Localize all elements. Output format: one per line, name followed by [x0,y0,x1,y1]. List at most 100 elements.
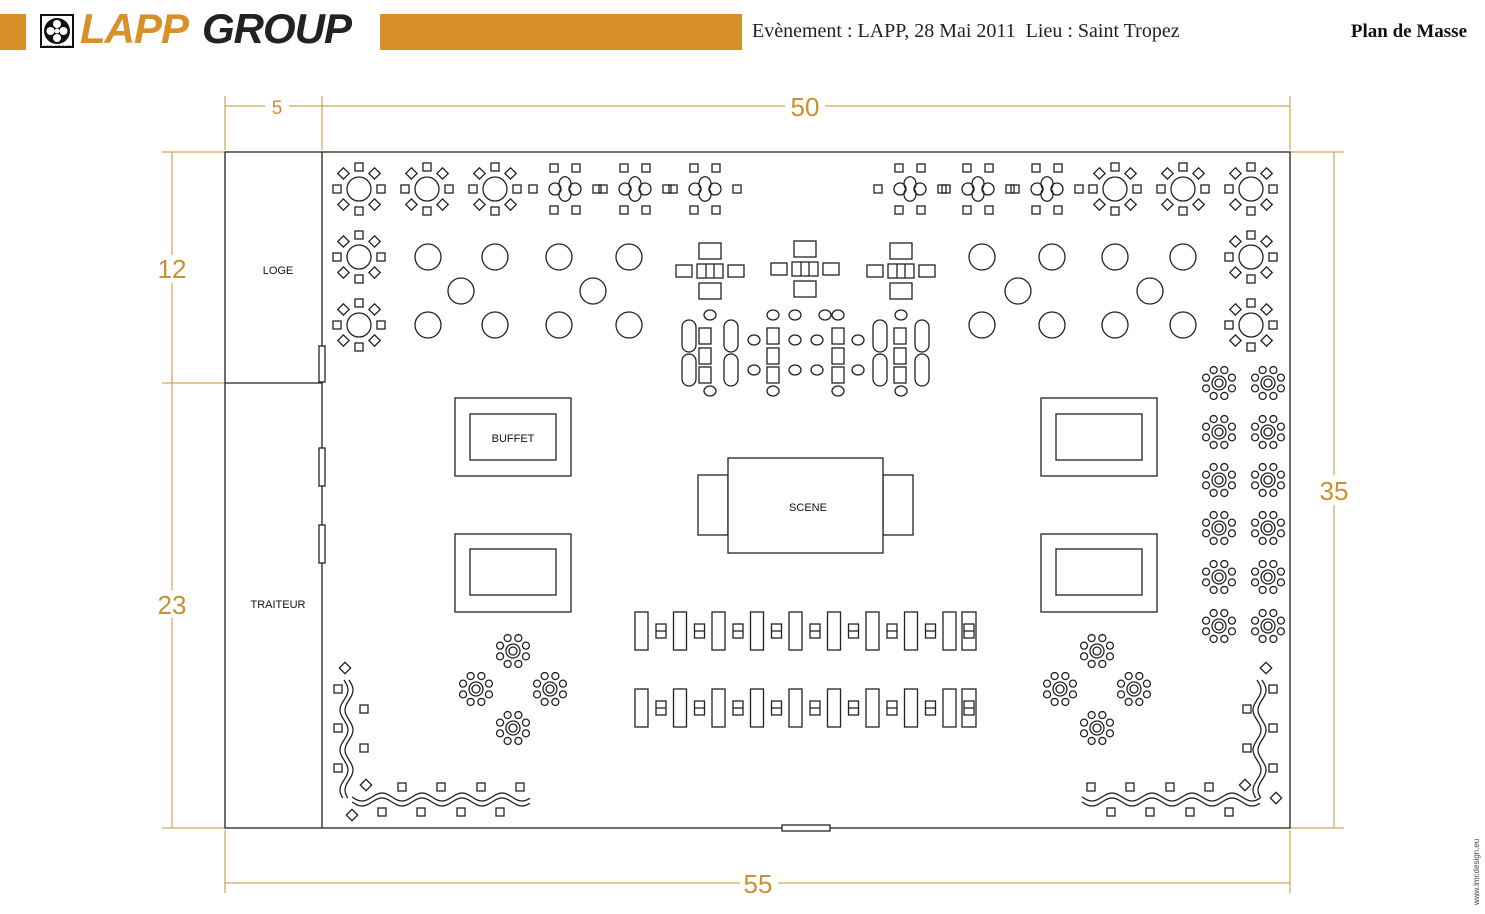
building-walls [224,151,1291,832]
lounge-set [866,242,936,300]
small-table-with-stools [1250,608,1286,644]
bench-table [903,611,937,651]
small-table-with-stools [495,710,531,746]
cocktail-table [1004,277,1032,305]
bench-table [711,688,744,728]
cocktail-table [1038,243,1066,271]
lounge-set [770,240,840,298]
small-table-with-stools [1250,559,1286,595]
cocktail-table [615,311,643,339]
bench-table [942,688,975,728]
small-table-with-stools [495,633,531,669]
cocktail-table [579,277,607,305]
small-table-with-stools [1250,365,1286,401]
round-table-with-chairs [1224,230,1278,284]
header-orange-bar [380,14,742,50]
cocktail-table [1136,277,1164,305]
wavy-bench-right [1081,661,1283,817]
cocktail-table [615,243,643,271]
bench-table [865,611,898,651]
round-table-with-chairs [1088,162,1142,216]
round-table-with-chairs [332,162,386,216]
bench-table [749,688,783,728]
bench-table-end [961,611,977,651]
bench-table [749,611,783,651]
cocktail-table [414,311,442,339]
keyhole-table-with-chairs [598,163,672,215]
cocktail-table [414,243,442,271]
cocktail-table [968,311,996,339]
scene-label: SCENE [789,502,827,514]
bench-table [826,611,860,651]
room-label-loge: LOGE [263,265,294,277]
round-table-with-chairs [1224,298,1278,352]
event-info: Evènement : LAPP, 28 Mai 2011 Lieu : Sai… [752,20,1180,42]
small-table-with-stools [1250,462,1286,498]
bench-table [634,688,667,728]
lapp-logo-icon [40,14,74,48]
lounge-set [675,242,745,300]
keyhole-table-with-chairs [873,163,947,215]
small-table-with-stools [1201,462,1237,498]
small-table-with-stools [532,671,568,707]
dimension-label-5: 5 [272,98,283,119]
bench-table [711,611,744,651]
cocktail-table [1169,243,1197,271]
room-label-traiteur: TRAITEUR [251,599,306,611]
keyhole-table-with-chairs [941,163,1015,215]
vip-lounge-area [681,309,930,397]
bench-table [672,611,706,651]
round-table-with-chairs [400,162,454,216]
logo-word-lapp: LAPP [80,5,189,52]
small-table-with-stools [1201,414,1237,450]
small-table-with-stools [1201,608,1237,644]
bench-table [788,688,821,728]
round-table-with-chairs [1156,162,1210,216]
small-table-with-stools [1116,671,1152,707]
cocktail-table [481,311,509,339]
bench-table [903,688,937,728]
round-table-with-chairs [468,162,522,216]
dimension-label-23: 23 [158,590,187,620]
small-table-with-stools [1079,710,1115,746]
dimension-label-55: 55 [744,869,773,899]
cocktail-table [1101,243,1129,271]
dimension-label-12: 12 [158,254,187,284]
round-table-with-chairs [1224,162,1278,216]
bench-table [788,611,821,651]
small-table-with-stools [1201,365,1237,401]
cocktail-table [1101,311,1129,339]
small-table-with-stools [1042,671,1078,707]
keyhole-table-with-chairs [528,163,602,215]
dimension-label-35: 35 [1320,476,1349,506]
buffet-label: BUFFET [492,433,535,445]
dimension-label-50: 50 [791,92,820,122]
keyhole-table-with-chairs [1010,163,1084,215]
small-table-with-stools [1201,559,1237,595]
small-table-with-stools [1079,633,1115,669]
bench-table [826,688,860,728]
cocktail-table [1169,311,1197,339]
buffet-stations [454,397,1158,613]
small-table-with-stools [1201,510,1237,546]
logo-small-text: LAPP GROUP [40,44,72,49]
round-table-with-chairs [332,230,386,284]
stage [697,457,914,554]
cocktail-table [481,243,509,271]
bench-table [865,688,898,728]
small-table-with-stools [1250,510,1286,546]
small-table-with-stools [458,671,494,707]
small-table-with-stools [1250,414,1286,450]
keyhole-table-with-chairs [668,163,742,215]
cocktail-table [1038,311,1066,339]
plan-title: Plan de Masse [1350,21,1467,42]
bench-table [634,611,667,651]
round-table-with-chairs [332,298,386,352]
cocktail-table [545,311,573,339]
bench-table-end [961,688,977,728]
bench-table [942,611,975,651]
cocktail-table [968,243,996,271]
bench-table [672,688,706,728]
logo-word-group: GROUP [202,5,352,52]
